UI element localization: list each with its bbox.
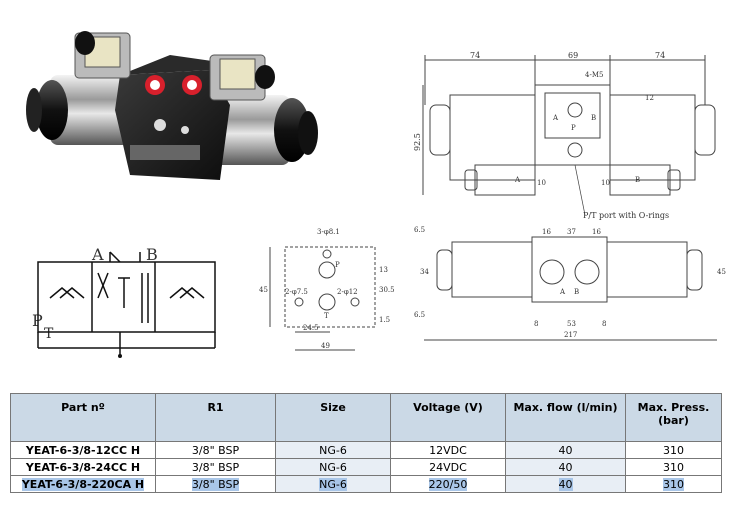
port-pattern-drawing: 3-φ8.1 2-φ7.5 2-φ12 P T 45 13 30.5 1.5 2… [259,228,395,351]
port-t-label: T [44,326,54,342]
col-size: Size [275,393,391,442]
col-voltage: Voltage (V) [390,393,506,442]
svg-text:12: 12 [645,94,654,102]
svg-text:45: 45 [717,268,726,276]
svg-text:2-φ7.5: 2-φ7.5 [285,288,308,296]
right-coil [210,95,290,165]
svg-text:1.5: 1.5 [379,316,390,324]
svg-text:16: 16 [592,228,601,236]
svg-text:4-M5: 4-M5 [585,71,603,79]
svg-text:13: 13 [379,266,388,274]
svg-text:37: 37 [567,228,576,236]
port-b-label: B [146,245,158,264]
svg-text:8: 8 [534,320,538,328]
svg-text:B: B [574,288,579,296]
hydraulic-schematic: A B P T [32,245,216,358]
svg-text:74: 74 [470,51,480,60]
svg-text:92.5: 92.5 [413,133,422,151]
port-callout: P/T port with O-rings [583,211,669,220]
table-header-row: Part nº R1 Size Voltage (V) Max. flow (l… [10,393,722,442]
svg-text:B: B [591,114,596,122]
svg-text:34: 34 [420,268,429,276]
table-row-highlighted: YEAT-6-3/8-220CA H 3/8" BSP NG-6 220/50 … [10,475,722,493]
svg-text:74: 74 [655,51,665,60]
svg-text:P: P [335,261,340,269]
valve-photo [26,31,318,180]
svg-text:P: P [571,124,576,132]
top-view-drawing: 16 37 16 6.5 6.5 34 45 A B 8 53 8 217 [414,226,726,341]
col-max-flow: Max. flow (l/min) [505,393,626,442]
svg-text:49: 49 [321,342,330,350]
port-a-label: A [91,245,104,264]
svg-text:10: 10 [601,179,610,187]
svg-text:16: 16 [542,228,551,236]
svg-text:69: 69 [568,51,578,60]
svg-text:10: 10 [537,179,546,187]
col-r1: R1 [155,393,276,442]
table-row: YEAT-6-3/8-12CC H 3/8" BSP NG-6 12VDC 40… [10,441,722,459]
svg-text:53: 53 [567,320,576,328]
col-max-press: Max. Press. (bar) [625,393,722,442]
svg-text:45: 45 [259,286,268,294]
svg-text:6.5: 6.5 [414,226,425,234]
svg-text:6.5: 6.5 [414,311,425,319]
svg-text:30.5: 30.5 [379,286,395,294]
parts-table: Part nº R1 Size Voltage (V) Max. flow (l… [10,393,722,493]
svg-text:A: A [552,114,559,122]
table-row: YEAT-6-3/8-24CC H 3/8" BSP NG-6 24VDC 40… [10,458,722,476]
svg-text:T: T [324,312,329,320]
left-coil [50,75,130,145]
svg-text:B: B [635,176,640,184]
svg-text:217: 217 [564,331,577,339]
svg-text:2-φ12: 2-φ12 [337,288,358,296]
svg-text:8: 8 [602,320,606,328]
svg-text:A: A [559,288,566,296]
svg-text:A: A [514,176,521,184]
svg-text:24.5: 24.5 [303,324,319,332]
svg-text:3-φ8.1: 3-φ8.1 [317,228,340,236]
front-view-drawing: 74 69 74 4-M5 12 92.5 A B P A B 10 10 P/… [413,51,716,220]
col-part-no: Part nº [10,393,156,442]
